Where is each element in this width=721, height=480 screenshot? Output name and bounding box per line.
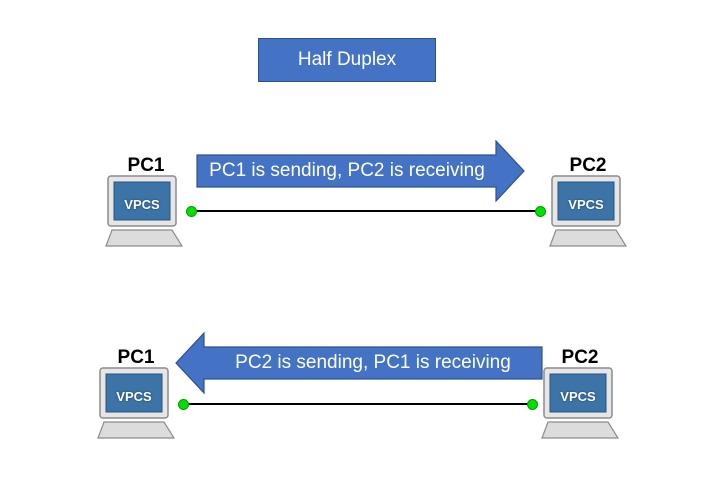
row1-pc2-computer-icon: VPCS	[549, 174, 628, 248]
row2-pc2-computer-icon: VPCS	[541, 366, 620, 440]
row1-pc2-label: PC2	[569, 155, 607, 176]
row2-pc1-label: PC1	[117, 347, 155, 368]
row2-pc1-screen-text: VPCS	[116, 388, 152, 404]
row2-pc1-link-dot	[178, 399, 189, 410]
half-duplex-title: Half Duplex	[258, 38, 436, 82]
row2-left-arrow: PC2 is sending, PC1 is receiving	[174, 332, 544, 394]
row2-pc1-computer-icon: VPCS	[97, 366, 176, 440]
row2-arrow-text: PC2 is sending, PC1 is receiving	[235, 352, 511, 373]
row2-cable	[183, 403, 533, 405]
row1-pc1-screen-text: VPCS	[124, 196, 160, 212]
row1-pc1-computer-icon: VPCS	[105, 174, 184, 248]
row1-arrow-text: PC1 is sending, PC2 is receiving	[209, 160, 485, 181]
row2-pc2-link-dot	[527, 399, 538, 410]
row1-right-arrow: PC1 is sending, PC2 is receiving	[196, 140, 526, 202]
row1-pc1-link-dot	[186, 206, 197, 217]
row1-pc2-screen-text: VPCS	[568, 196, 604, 212]
row1-cable	[191, 210, 541, 212]
row1-pc2-link-dot	[535, 206, 546, 217]
row2-pc2-label: PC2	[561, 347, 599, 368]
row1-pc1-label: PC1	[127, 155, 165, 176]
row2-pc2-screen-text: VPCS	[560, 388, 596, 404]
